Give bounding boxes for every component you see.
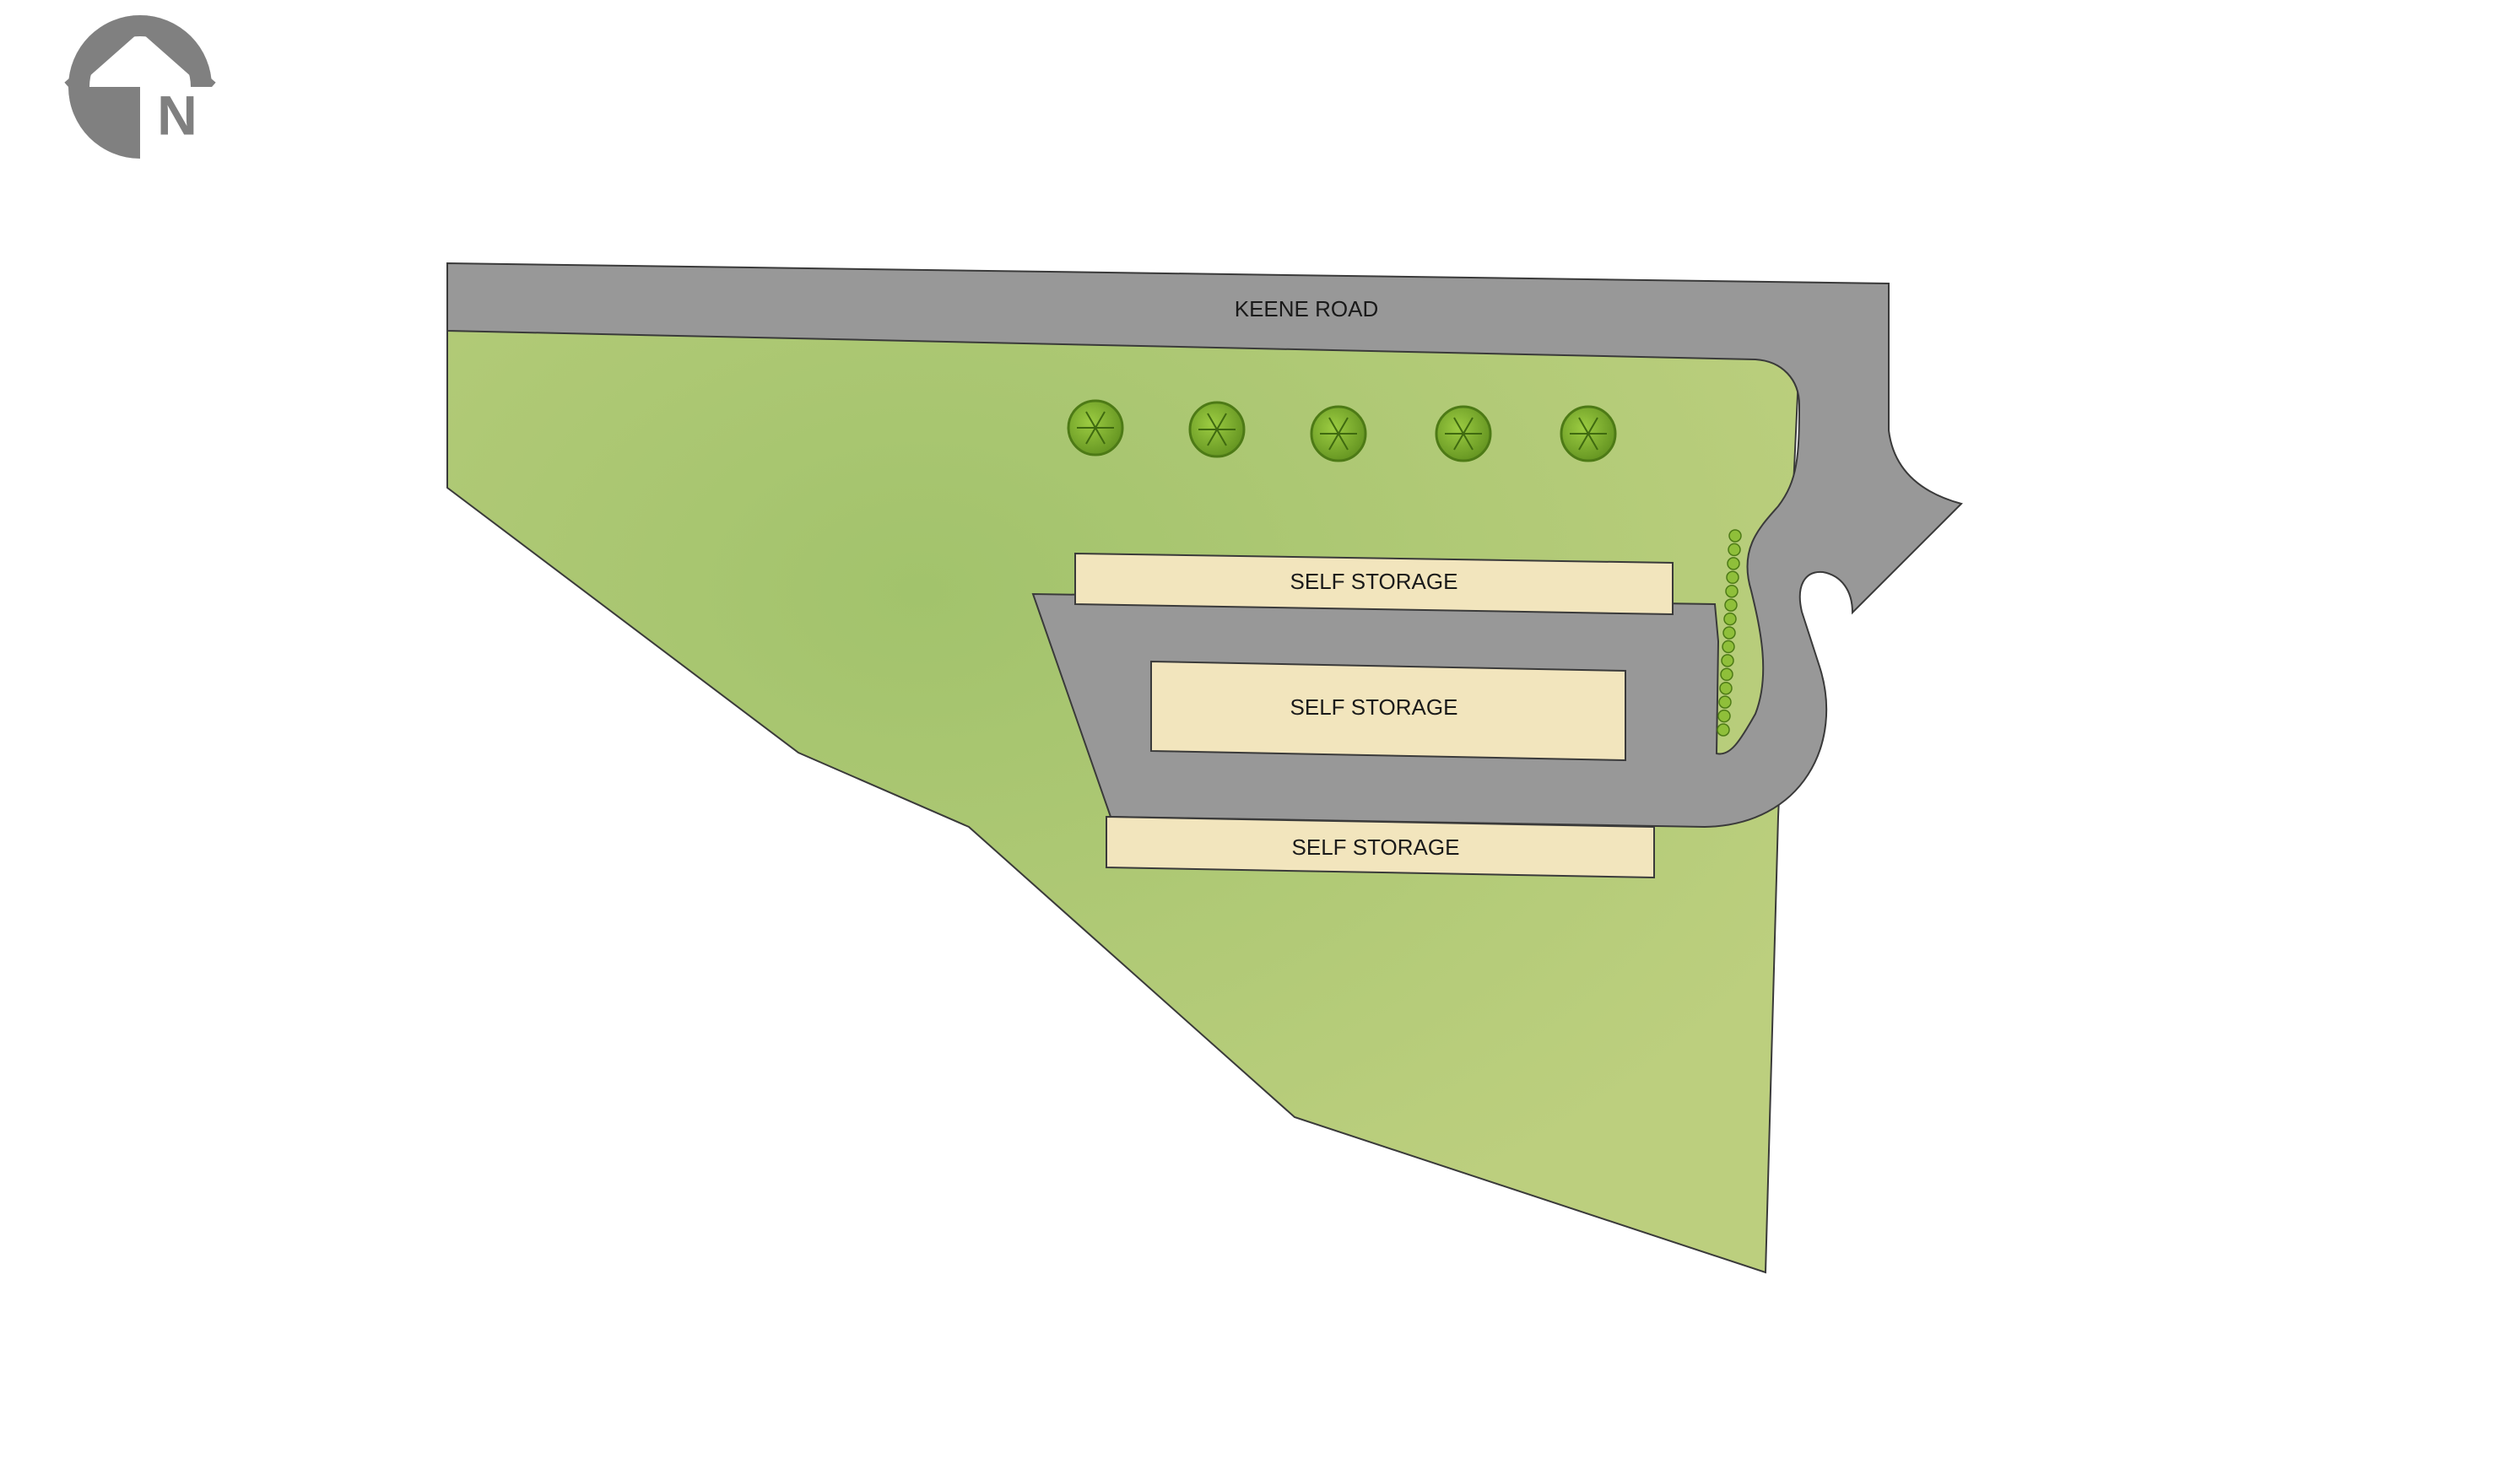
shrub-icon bbox=[1717, 709, 1731, 723]
building-label: SELF STORAGE bbox=[1290, 569, 1458, 594]
shrub-icon bbox=[1722, 626, 1736, 640]
building-label: SELF STORAGE bbox=[1292, 834, 1460, 860]
building-label: SELF STORAGE bbox=[1290, 694, 1458, 720]
shrub-icon bbox=[1717, 723, 1730, 737]
road-label: KEENE ROAD bbox=[1235, 296, 1379, 321]
shrub-row-icon bbox=[1717, 529, 1742, 737]
shrub-icon bbox=[1721, 654, 1734, 667]
building-3[interactable]: SELF STORAGE bbox=[1106, 815, 1655, 879]
shrub-icon bbox=[1727, 557, 1740, 570]
shrub-icon bbox=[1719, 681, 1733, 695]
tree-row bbox=[1067, 399, 1617, 462]
shrub-icon bbox=[1720, 667, 1733, 682]
north-label: N bbox=[157, 84, 197, 146]
tree-icon bbox=[1435, 405, 1492, 462]
shrub-icon bbox=[1724, 598, 1738, 612]
tree-icon bbox=[1310, 405, 1367, 462]
building-2[interactable]: SELF STORAGE bbox=[1150, 660, 1626, 762]
north-arrow-icon: N bbox=[64, 15, 216, 159]
shrub-icon bbox=[1718, 695, 1732, 709]
tree-icon bbox=[1560, 405, 1617, 462]
tree-icon bbox=[1067, 399, 1124, 456]
shrub-icon bbox=[1725, 584, 1739, 598]
shrub-icon bbox=[1728, 529, 1742, 543]
shrub-icon bbox=[1726, 570, 1739, 585]
shrub-icon bbox=[1722, 640, 1735, 654]
tree-icon bbox=[1188, 401, 1246, 458]
building-1[interactable]: SELF STORAGE bbox=[1074, 552, 1674, 616]
shrub-icon bbox=[1728, 543, 1741, 557]
shrub-icon bbox=[1723, 612, 1737, 626]
